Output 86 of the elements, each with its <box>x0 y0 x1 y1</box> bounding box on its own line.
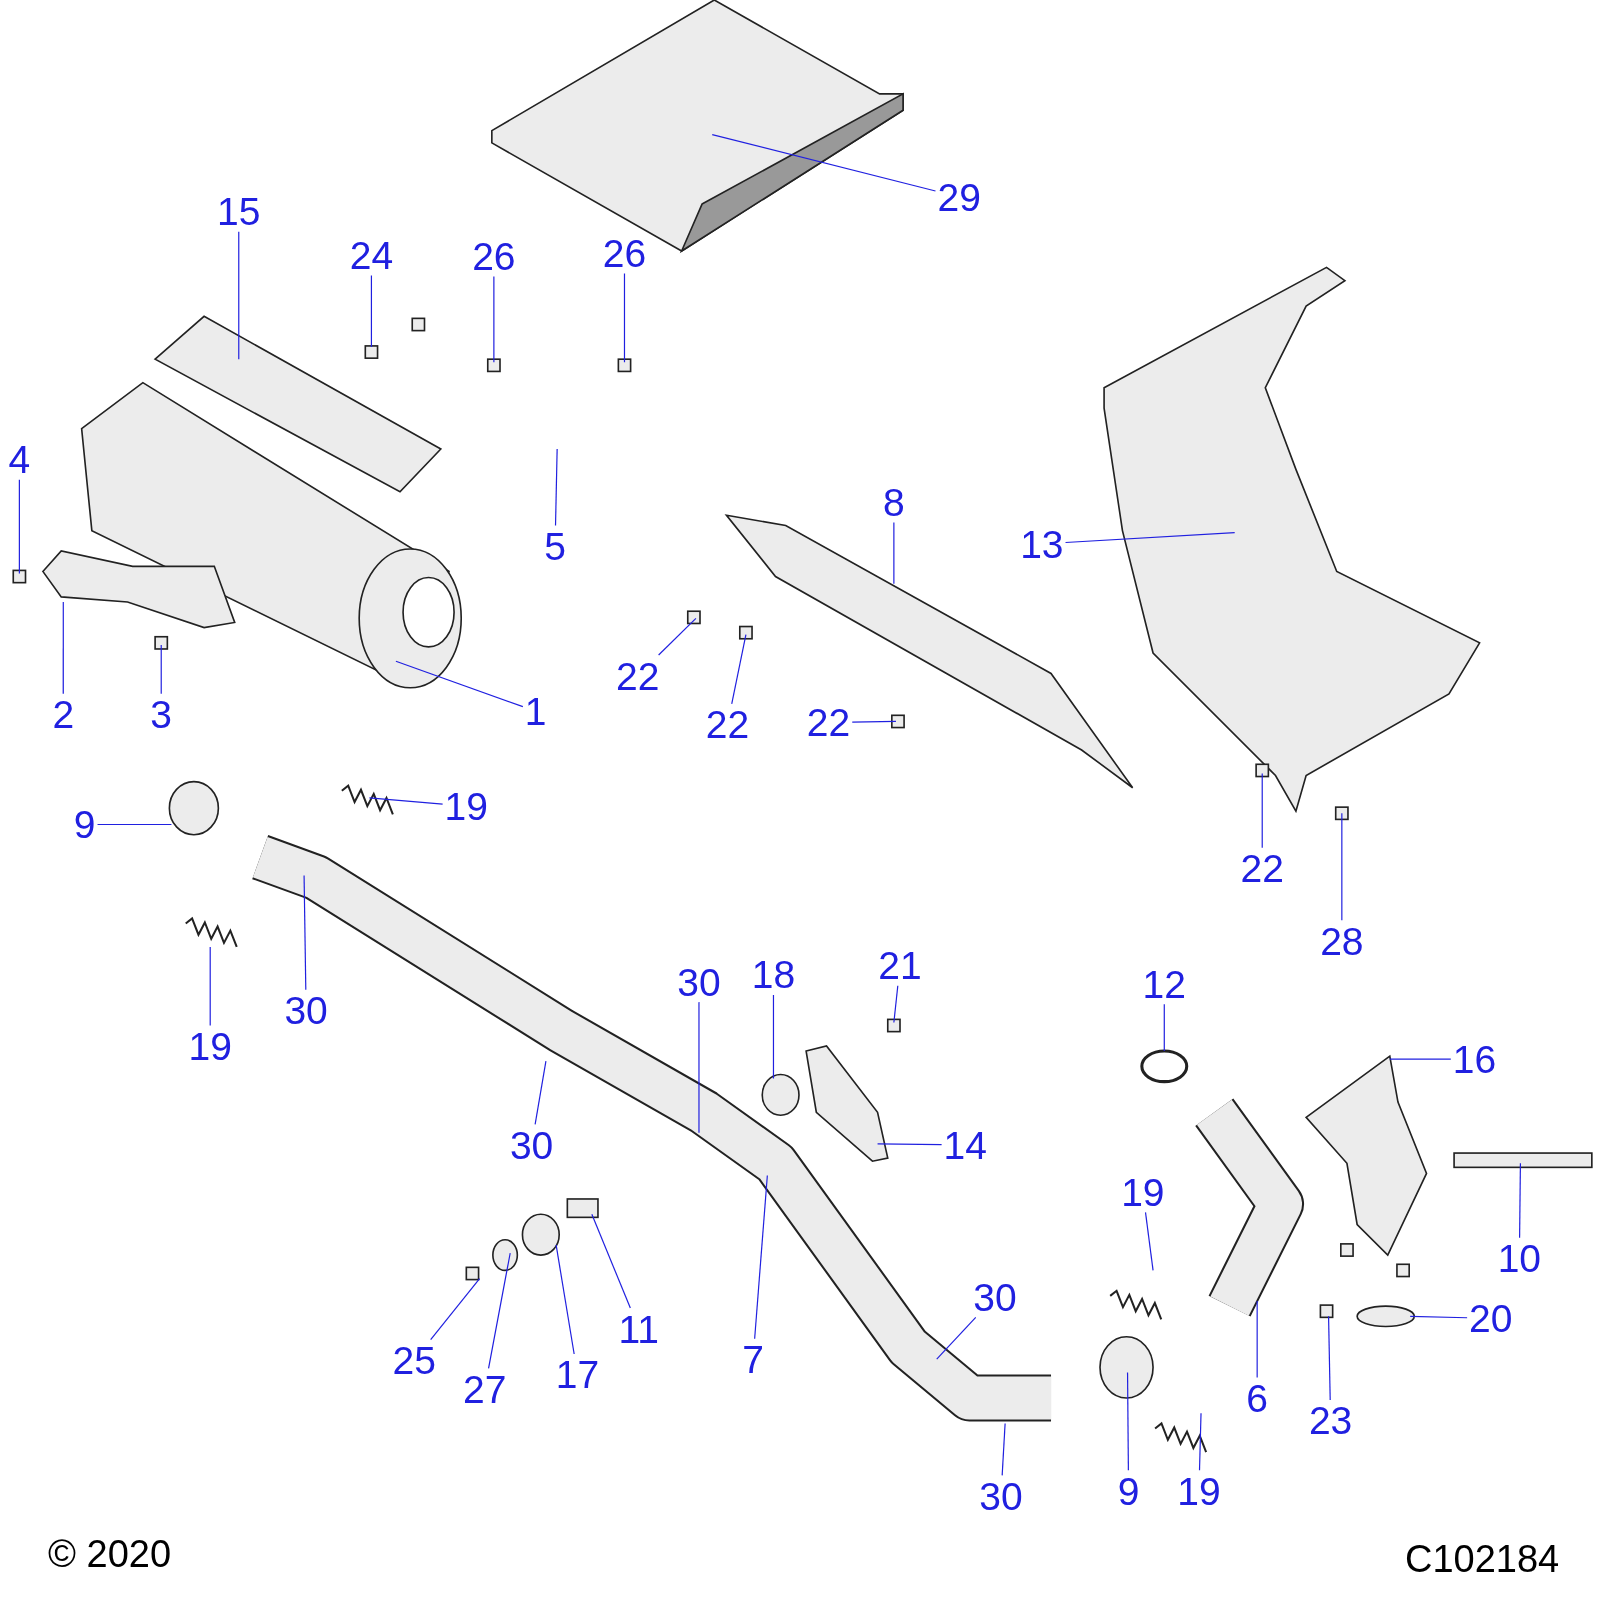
leader-line <box>395 660 524 708</box>
leader-line <box>772 994 775 1080</box>
leader-line <box>238 231 240 360</box>
leader-line <box>1256 1300 1258 1379</box>
callout-number: 12 <box>1142 964 1186 1004</box>
callout-number: 30 <box>979 1476 1023 1516</box>
leader-line <box>876 1143 943 1146</box>
callout-number: 6 <box>1246 1378 1268 1418</box>
leader-line <box>1163 1003 1165 1052</box>
callout-number: 27 <box>463 1369 507 1409</box>
callout-number: 10 <box>1497 1238 1542 1278</box>
callout-number: 2 <box>52 694 75 734</box>
callout-number: 3 <box>150 694 173 734</box>
leader-line <box>1389 1058 1452 1060</box>
drawing-number: C102184 <box>1405 1540 1560 1578</box>
callout-number: 21 <box>878 945 922 985</box>
callout-number: 22 <box>1240 848 1284 888</box>
leader-line <box>1327 1315 1331 1401</box>
callout-number: 9 <box>1117 1471 1140 1511</box>
leader-line <box>160 644 162 695</box>
leader-line <box>18 479 20 575</box>
callout-number: 22 <box>806 702 851 742</box>
leader-line <box>303 874 307 991</box>
callout-number: 26 <box>602 233 647 273</box>
copyright-note: © 2020 <box>48 1535 172 1573</box>
callout-number: 18 <box>751 955 796 994</box>
leader-line <box>370 275 373 348</box>
leader-line <box>555 1244 575 1355</box>
callout-number: 15 <box>217 191 261 231</box>
callout-number: 7 <box>742 1339 764 1379</box>
callout-number: 16 <box>1452 1039 1497 1079</box>
leader-line <box>623 272 626 363</box>
leader-line <box>1198 1412 1202 1471</box>
callout-number: 19 <box>188 1026 232 1066</box>
callout-number: 19 <box>444 786 488 826</box>
callout-number: 30 <box>284 990 328 1030</box>
callout-number: 8 <box>883 482 905 522</box>
callout-number: 26 <box>472 236 516 276</box>
leader-line <box>534 1060 547 1125</box>
leader-line <box>851 720 897 723</box>
leader-line <box>754 1174 768 1340</box>
callout-number: 30 <box>509 1125 554 1165</box>
leader-line <box>493 276 495 363</box>
leader-line <box>1144 1211 1154 1271</box>
leader-line <box>487 1252 511 1369</box>
callout-number: 23 <box>1308 1400 1353 1440</box>
leader-line <box>936 1316 977 1360</box>
leader-line <box>62 601 64 695</box>
callout-number: 29 <box>937 177 981 217</box>
leader-line <box>209 946 211 1026</box>
callout-number: 20 <box>1469 1298 1513 1338</box>
leader-line <box>1409 1315 1468 1319</box>
callout-number: 5 <box>544 526 566 566</box>
leader-line <box>893 521 895 585</box>
leader-line <box>1064 532 1236 544</box>
callout-number: 1 <box>524 691 547 731</box>
callout-number: 19 <box>1121 1172 1165 1212</box>
leader-line <box>731 634 747 705</box>
leader-line <box>591 1213 631 1309</box>
leader-line <box>1001 1422 1006 1476</box>
leader-line <box>698 1001 700 1134</box>
callout-number: 19 <box>1177 1471 1221 1511</box>
leader-line <box>1519 1162 1521 1239</box>
callout-number: 22 <box>705 705 750 744</box>
callout-number: 30 <box>677 962 721 1002</box>
callout-number: 13 <box>1020 524 1064 564</box>
leader-line <box>1261 772 1263 849</box>
leader-line <box>658 617 697 656</box>
leader-line <box>368 797 444 805</box>
callout-number: 28 <box>1320 921 1364 961</box>
callout-number: 22 <box>616 656 660 695</box>
callout-number: 4 <box>8 439 31 479</box>
callout-number: 17 <box>555 1355 600 1394</box>
leader-line <box>96 823 173 826</box>
leader-line <box>711 134 937 192</box>
leader-line <box>554 448 558 526</box>
callout-number: 14 <box>943 1125 987 1165</box>
leader-line <box>1126 1371 1129 1471</box>
callout-number: 24 <box>349 235 394 275</box>
callout-number: 9 <box>73 805 96 844</box>
leader-line <box>430 1277 481 1341</box>
callout-number: 11 <box>618 1309 659 1349</box>
leader-line <box>893 985 899 1024</box>
leader-line <box>1341 812 1343 921</box>
callout-number: 25 <box>392 1340 436 1380</box>
callout-number: 30 <box>973 1277 1017 1317</box>
